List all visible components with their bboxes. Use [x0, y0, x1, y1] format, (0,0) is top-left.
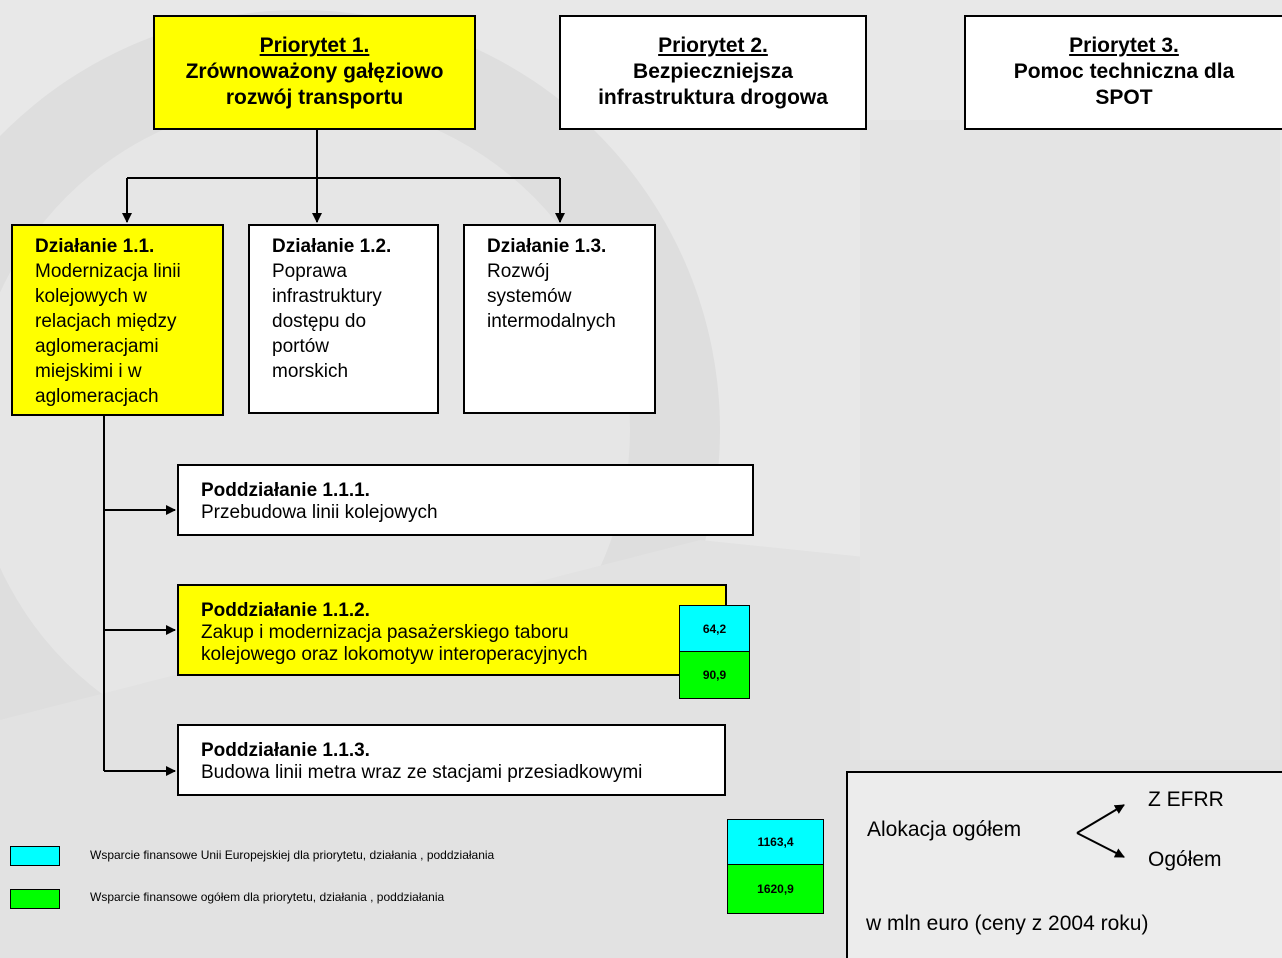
legend-eu-label: Wsparcie finansowe Unii Europejskiej dla… [90, 848, 495, 862]
legend-eu-swatch [10, 846, 60, 866]
priority-3-heading: Priorytet 3. [1069, 34, 1179, 57]
priority-1-heading: Priorytet 1. [259, 34, 370, 57]
subaction-1-1-1-heading: Poddziałanie 1.1.1. [201, 480, 370, 501]
subaction-1-1-3-title: Budowa linii metra wraz ze stacjami prze… [201, 762, 643, 783]
action-1-3-heading: Działanie 1.3. [487, 236, 607, 257]
priority-2-box: Priorytet 2. Bezpieczniejsza infrastrukt… [559, 15, 867, 130]
allocation-efrr-label: Z EFRR [1148, 788, 1224, 811]
action-1-2-box: Działanie 1.2. Poprawa infrastruktury do… [248, 224, 439, 414]
priority-total-total-value: 1620,9 [727, 864, 824, 914]
action-1-3-box: Działanie 1.3. Rozwój systemów intermoda… [463, 224, 656, 414]
action-1-1-box: Działanie 1.1. Modernizacja linii kolejo… [11, 224, 224, 416]
subaction-1-1-2-heading: Poddziałanie 1.1.2. [201, 600, 370, 621]
subaction-1-1-2-total-value: 90,9 [679, 651, 750, 699]
priority-1-title: Zrównoważony gałęziowo rozwój transportu [185, 60, 444, 109]
allocation-label: Alokacja ogółem [867, 818, 1022, 841]
allocation-key-box [846, 771, 1282, 958]
subaction-1-1-2-title: Zakup i modernizacja pasażerskiego tabor… [201, 622, 588, 665]
priority-1-box: Priorytet 1. Zrównoważony gałęziowo rozw… [153, 15, 476, 130]
action-1-1-title: Modernizacja linii kolejowych w relacjac… [35, 261, 181, 407]
priority-3-title: Pomoc techniczna dla SPOT [1013, 60, 1235, 109]
priority-3-box: Priorytet 3. Pomoc techniczna dla SPOT [964, 15, 1282, 130]
subaction-1-1-3-box: Poddziałanie 1.1.3. Budowa linii metra w… [177, 724, 726, 796]
priority-total-eu-value: 1163,4 [727, 819, 824, 865]
subaction-1-1-2-box: Poddziałanie 1.1.2. Zakup i modernizacja… [177, 584, 727, 676]
legend-total-swatch [10, 889, 60, 909]
subaction-1-1-1-title: Przebudowa linii kolejowych [201, 502, 438, 523]
action-1-1-heading: Działanie 1.1. [35, 236, 155, 257]
subaction-1-1-3-heading: Poddziałanie 1.1.3. [201, 740, 370, 761]
action-1-2-title: Poprawa infrastruktury dostępu do portów… [272, 261, 382, 382]
priority-2-title: Bezpieczniejsza infrastruktura drogowa [598, 60, 828, 109]
action-1-2-heading: Działanie 1.2. [272, 236, 392, 257]
allocation-total-label: Ogółem [1148, 848, 1222, 871]
action-1-3-title: Rozwój systemów intermodalnych [487, 261, 616, 332]
allocation-unit-label: w mln euro (ceny z 2004 roku) [866, 912, 1149, 935]
legend-total-label: Wsparcie finansowe ogółem dla priorytetu… [90, 890, 445, 904]
subaction-1-1-1-box: Poddziałanie 1.1.1. Przebudowa linii kol… [177, 464, 754, 536]
subaction-1-1-2-eu-value: 64,2 [679, 605, 750, 652]
priority-2-heading: Priorytet 2. [658, 34, 768, 57]
